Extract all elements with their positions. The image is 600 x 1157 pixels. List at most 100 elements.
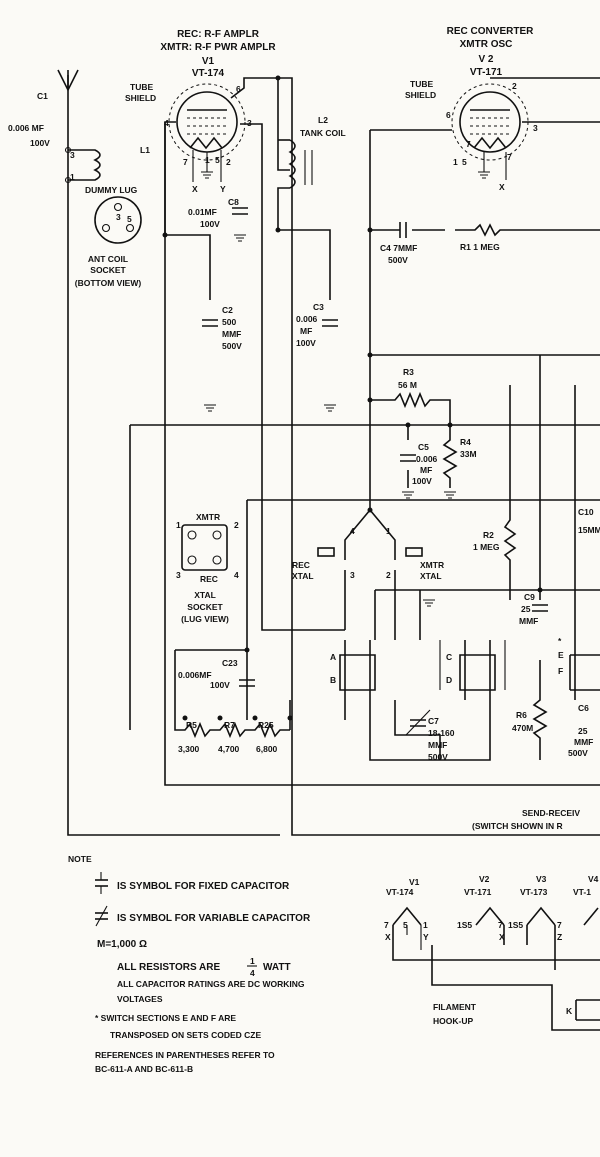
r3-ref: R3	[403, 367, 414, 377]
c6-value: 25	[578, 726, 588, 736]
c4-label: C4 7MMF	[380, 243, 417, 253]
svg-text:5: 5	[462, 157, 467, 167]
c2-value: 500	[222, 317, 236, 327]
r5-value: 3,300	[178, 744, 200, 754]
r5-ref: R5	[186, 720, 197, 730]
v1-type: VT-174	[192, 68, 225, 79]
svg-text:1: 1	[453, 157, 458, 167]
c2-ref: C2	[222, 305, 233, 315]
r7-value: 4,700	[218, 744, 240, 754]
r3-value: 56 M	[398, 380, 417, 390]
fil-v3-ref: V3	[536, 874, 547, 884]
fil-v1-type: VT-174	[386, 887, 414, 897]
fil-k-label: K	[566, 1006, 573, 1016]
svg-text:A: A	[330, 652, 336, 662]
dummy-lug-label: DUMMY LUG	[85, 185, 138, 195]
svg-text:3: 3	[247, 118, 252, 128]
v2-function: REC CONVERTER	[447, 26, 534, 37]
r4-value: 33M	[460, 449, 477, 459]
fil-v4-type: VT-1	[573, 887, 591, 897]
note-m: M=1,000 Ω	[97, 939, 147, 950]
svg-text:3: 3	[116, 212, 121, 222]
ant-socket-label-3: (BOTTOM VIEW)	[75, 278, 142, 288]
wiring	[57, 69, 600, 836]
tube-v2: REC CONVERTER XMTR OSC V 2 VT-171 TUBE S…	[405, 26, 538, 192]
note-voltages: VOLTAGES	[117, 994, 163, 1004]
xmtr-xtal-label-2: XTAL	[420, 571, 442, 581]
note-frac-den: 4	[250, 968, 255, 978]
xtal-socket-label-3: (LUG VIEW)	[181, 614, 229, 624]
c4-volt: 500V	[388, 255, 408, 265]
svg-text:7: 7	[507, 152, 512, 162]
svg-text:3: 3	[533, 123, 538, 133]
c5-ref: C5	[418, 442, 429, 452]
svg-text:Z: Z	[557, 932, 562, 942]
svg-text:7: 7	[557, 920, 562, 930]
l1-ref: L1	[140, 145, 150, 155]
c2-volt: 500V	[222, 341, 242, 351]
xtal-socket-rec: REC	[200, 574, 218, 584]
svg-text:2: 2	[226, 157, 231, 167]
l2-ref: L2	[318, 115, 328, 125]
crystals: 4 1 3 2 REC XTAL XMTR XTAL A B C D * E F	[292, 526, 564, 685]
c9-ref: C9	[524, 592, 535, 602]
r4-ref: R4	[460, 437, 471, 447]
svg-text:X: X	[192, 184, 198, 194]
svg-text:2: 2	[386, 570, 391, 580]
note-fixed-cap: IS SYMBOL FOR FIXED CAPACITOR	[117, 881, 290, 892]
v1-tube-shield	[168, 83, 246, 161]
c8-ref: C8	[228, 197, 239, 207]
c7-volt: 500V	[428, 752, 448, 762]
c1-value: 0.006 MF	[8, 123, 44, 133]
svg-text:7: 7	[466, 139, 471, 149]
v1-envelope	[176, 91, 238, 153]
notes: NOTE IS SYMBOL FOR FIXED CAPACITOR IS SY…	[68, 854, 311, 1074]
l2-label: TANK COIL	[300, 128, 346, 138]
r2-ref: R2	[483, 530, 494, 540]
svg-text:1S5: 1S5	[508, 920, 523, 930]
v1-ref: V1	[202, 56, 215, 67]
note-cap-ratings: ALL CAPACITOR RATINGS ARE DC WORKING	[117, 979, 305, 989]
c23-value: 0.006MF	[178, 670, 212, 680]
c5-unit: MF	[420, 465, 432, 475]
svg-text:4: 4	[234, 570, 239, 580]
rec-xtal-label-2: XTAL	[292, 571, 314, 581]
c10-value: 15MM	[578, 525, 600, 535]
filament-label-2: HOOK-UP	[433, 1016, 473, 1026]
svg-text:B: B	[330, 675, 336, 685]
svg-text:X: X	[499, 182, 505, 192]
svg-text:Y: Y	[423, 932, 429, 942]
c1-ref: C1	[37, 91, 48, 101]
send-receive-label: SEND-RECEIV	[522, 808, 580, 818]
note-title: NOTE	[68, 854, 92, 864]
v1-function: REC: R-F AMPLR	[177, 29, 260, 40]
r6-ref: R6	[516, 710, 527, 720]
svg-text:6: 6	[236, 84, 241, 94]
note-references-2: BC-611-A AND BC-611-B	[95, 1064, 193, 1074]
svg-text:D: D	[446, 675, 452, 685]
c7-ref: C7	[428, 716, 439, 726]
note-resistors: ALL RESISTORS ARE	[117, 962, 220, 973]
svg-text:E: E	[558, 650, 564, 660]
l1-coil	[68, 149, 101, 181]
ant-coil-socket: 3 5 ANT COIL SOCKET (BOTTOM VIEW) DUMMY …	[64, 146, 142, 288]
fil-v2-type: VT-171	[464, 887, 492, 897]
c2-unit: MMF	[222, 329, 241, 339]
v2-envelope	[459, 91, 521, 153]
component-labels: C1 0.006 MF 100V L1 L2 TANK COIL C8 0.01…	[8, 91, 600, 831]
v2-shield-label-2: SHIELD	[405, 90, 436, 100]
v2-type: VT-171	[470, 67, 503, 78]
c3-value: 0.006	[296, 314, 318, 324]
c6-unit: MMF	[574, 737, 593, 747]
xtal-socket: 1 2 3 4 XMTR REC XTAL SOCKET (LUG VIEW)	[176, 512, 239, 624]
svg-text:1: 1	[176, 520, 181, 530]
c1-volt: 100V	[30, 138, 50, 148]
svg-text:2: 2	[234, 520, 239, 530]
v2-shield-label-1: TUBE	[410, 79, 433, 89]
note-variable-cap: IS SYMBOL FOR VARIABLE CAPACITOR	[117, 913, 311, 924]
svg-text:1: 1	[70, 172, 75, 182]
ant-socket-label-2: SOCKET	[90, 265, 126, 275]
svg-text:1S5: 1S5	[457, 920, 472, 930]
svg-text:F: F	[558, 666, 563, 676]
